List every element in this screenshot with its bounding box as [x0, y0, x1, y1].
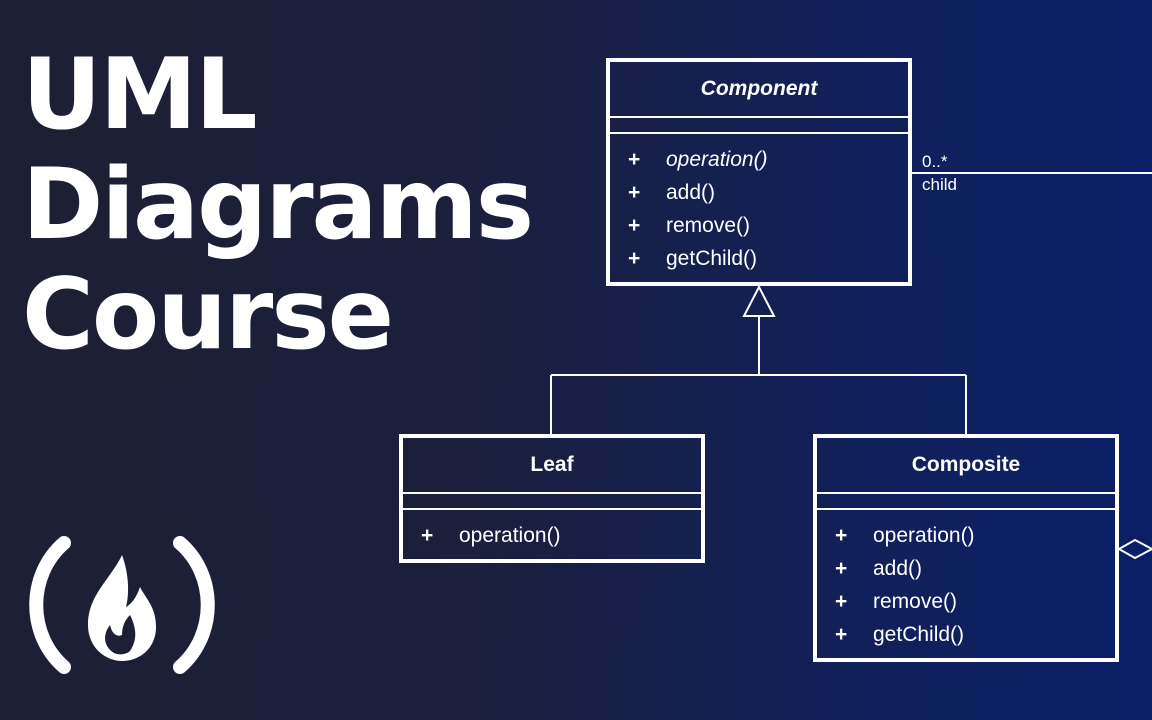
class-name: Leaf [403, 438, 701, 494]
visibility-marker: + [628, 214, 641, 237]
operation-name: getChild() [666, 247, 758, 270]
class-name: Component [610, 62, 908, 118]
visibility-marker: + [628, 181, 641, 204]
visibility-marker: + [835, 590, 848, 613]
attributes-compartment [403, 494, 701, 510]
operation-item: + operation() [835, 522, 1115, 555]
operation-item: + add() [835, 555, 1115, 588]
operation-name: getChild() [873, 623, 965, 646]
left-paren [29, 536, 71, 674]
operation-name: add() [666, 181, 716, 204]
operation-name: operation() [666, 148, 768, 171]
operations-compartment: + operation() [403, 510, 701, 555]
title-line-2: Diagrams [22, 148, 534, 262]
operation-item: + operation() [628, 146, 908, 179]
attributes-compartment [817, 494, 1115, 510]
class-composite: Composite + operation() + add() + remove() … [813, 434, 1119, 662]
visibility-marker: + [835, 557, 848, 580]
generalization-arrowhead [742, 284, 776, 317]
association-multiplicity: 0..* [922, 152, 948, 171]
operation-item: + remove() [835, 588, 1115, 621]
operation-name: remove() [666, 214, 751, 237]
visibility-marker: + [628, 148, 641, 171]
title-line-1: UML [22, 38, 258, 152]
class-name: Composite [817, 438, 1115, 494]
operations-compartment: + operation() + add() + remove() + getChild(… [817, 510, 1115, 654]
course-title: UML Diagrams Course [22, 38, 534, 372]
title-line-3: Course [22, 258, 394, 372]
right-paren [173, 536, 215, 674]
flame-shape [88, 555, 156, 661]
operation-item: + getChild() [835, 621, 1115, 654]
class-component: Component + operation() + add() + remove() … [606, 58, 912, 286]
operation-name: operation() [459, 524, 561, 547]
operation-name: remove() [873, 590, 958, 613]
operation-item: + operation() [421, 522, 701, 555]
operation-name: operation() [873, 524, 975, 547]
operation-name: add() [873, 557, 923, 580]
operation-item: + getChild() [628, 245, 908, 278]
visibility-marker: + [628, 247, 641, 270]
operation-item: + remove() [628, 212, 908, 245]
aggregation-diamond [1116, 538, 1152, 560]
association-role: child [922, 175, 957, 194]
visibility-marker: + [421, 524, 434, 547]
visibility-marker: + [835, 623, 848, 646]
class-leaf: Leaf + operation() [399, 434, 705, 563]
operation-item: + add() [628, 179, 908, 212]
operations-compartment: + operation() + add() + remove() + getChild(… [610, 134, 908, 278]
visibility-marker: + [835, 524, 848, 547]
attributes-compartment [610, 118, 908, 134]
freecodecamp-flame-logo-icon [29, 536, 215, 674]
